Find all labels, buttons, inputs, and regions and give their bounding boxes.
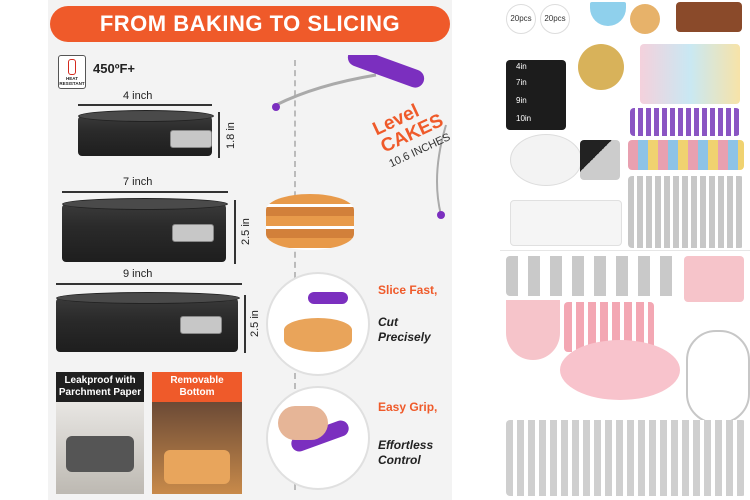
cupcake-liners [628, 140, 744, 170]
pan-size-label: 10in [516, 114, 532, 123]
springform-pan-stack: 4in 7in 9in 10in [506, 60, 566, 130]
piping-bags [590, 2, 626, 26]
cake-leveler-illustration [272, 55, 447, 219]
heat-resistant-badge: HEAT RESISTANT [58, 55, 86, 89]
pink-turntable [560, 340, 680, 400]
pan-7-width: 7 inch [123, 176, 153, 188]
hand-grip [278, 406, 328, 440]
slice-fast-text: Slice Fast, [378, 283, 438, 297]
springform-pan-7inch [62, 198, 228, 262]
banner-title: FROM BAKING TO SLICING [50, 6, 450, 42]
pan-latch [180, 316, 222, 334]
dimension-line [244, 295, 246, 353]
leakproof-label: Leakproof with Parchment Paper [56, 372, 144, 402]
pan-latch [170, 130, 212, 148]
pan-with-parchment [66, 436, 134, 472]
number-letter-molds [630, 108, 740, 136]
pan-rim [62, 198, 228, 210]
pan-9-width: 9 inch [123, 268, 153, 280]
cake-layer [164, 450, 230, 484]
pan-4-width: 4 inch [123, 90, 153, 102]
pan-size-label: 9in [516, 96, 527, 105]
scrapers [510, 200, 622, 246]
fondant-cutters [640, 44, 740, 104]
thermometer-icon [68, 59, 76, 75]
section-divider [294, 60, 297, 490]
layered-cake-image [266, 194, 354, 250]
dimension-line [234, 200, 236, 264]
cake-being-sliced [284, 318, 352, 352]
parchment-rounds-20pcs: 20pcs [506, 4, 536, 34]
pan-rim [56, 292, 240, 304]
piping-tips-set [628, 176, 744, 248]
pan-size-label: 4in [516, 62, 527, 71]
pink-scrapers [684, 256, 744, 302]
dimension-line [218, 112, 220, 158]
easy-grip-text: Easy Grip, [378, 400, 438, 414]
cake-board [630, 4, 660, 34]
large-piping-tips [506, 256, 676, 296]
removable-bottom-label: Removable Bottom [152, 372, 242, 402]
turntable-white [510, 134, 582, 186]
whisk [686, 330, 750, 424]
springform-pan-9inch [56, 292, 240, 352]
leveler-handle [308, 292, 348, 304]
pan-9-height: 2.5 in [249, 310, 261, 337]
slicing-circle-image [266, 272, 370, 376]
parchment-rounds-20pcs: 20pcs [540, 4, 570, 34]
temperature-rating: 450ºF+ [93, 61, 135, 76]
spatulas [580, 140, 620, 180]
leakproof-photo [56, 402, 144, 494]
kit-contents-panel: 20pcs 20pcs 4in 7in 9in 10in [500, 0, 750, 500]
springform-pan-4inch [78, 110, 214, 156]
dimension-line [62, 191, 228, 193]
pan-latch [172, 224, 214, 242]
heat-badge-label: HEAT RESISTANT [59, 76, 85, 86]
removable-bottom-photo [152, 402, 242, 494]
piping-tips-row [506, 420, 746, 496]
dimension-line [78, 104, 212, 106]
pan-rim [78, 110, 214, 122]
gold-cake-board [578, 44, 624, 90]
effortless-control-text: Effortless Control [378, 438, 434, 467]
pan-size-label: 7in [516, 78, 527, 87]
cut-precisely-text: Cut Precisely [378, 315, 431, 344]
grip-circle-image [266, 386, 370, 490]
chocolate-mold [676, 2, 742, 32]
pan-4-height: 1.8 in [225, 122, 237, 149]
pan-7-height: 2.5 in [240, 218, 252, 245]
pink-piping-bags [506, 300, 560, 360]
left-product-panel: FROM BAKING TO SLICING HEAT RESISTANT 45… [48, 0, 452, 500]
dimension-line [56, 283, 242, 285]
kit-divider [500, 250, 750, 251]
